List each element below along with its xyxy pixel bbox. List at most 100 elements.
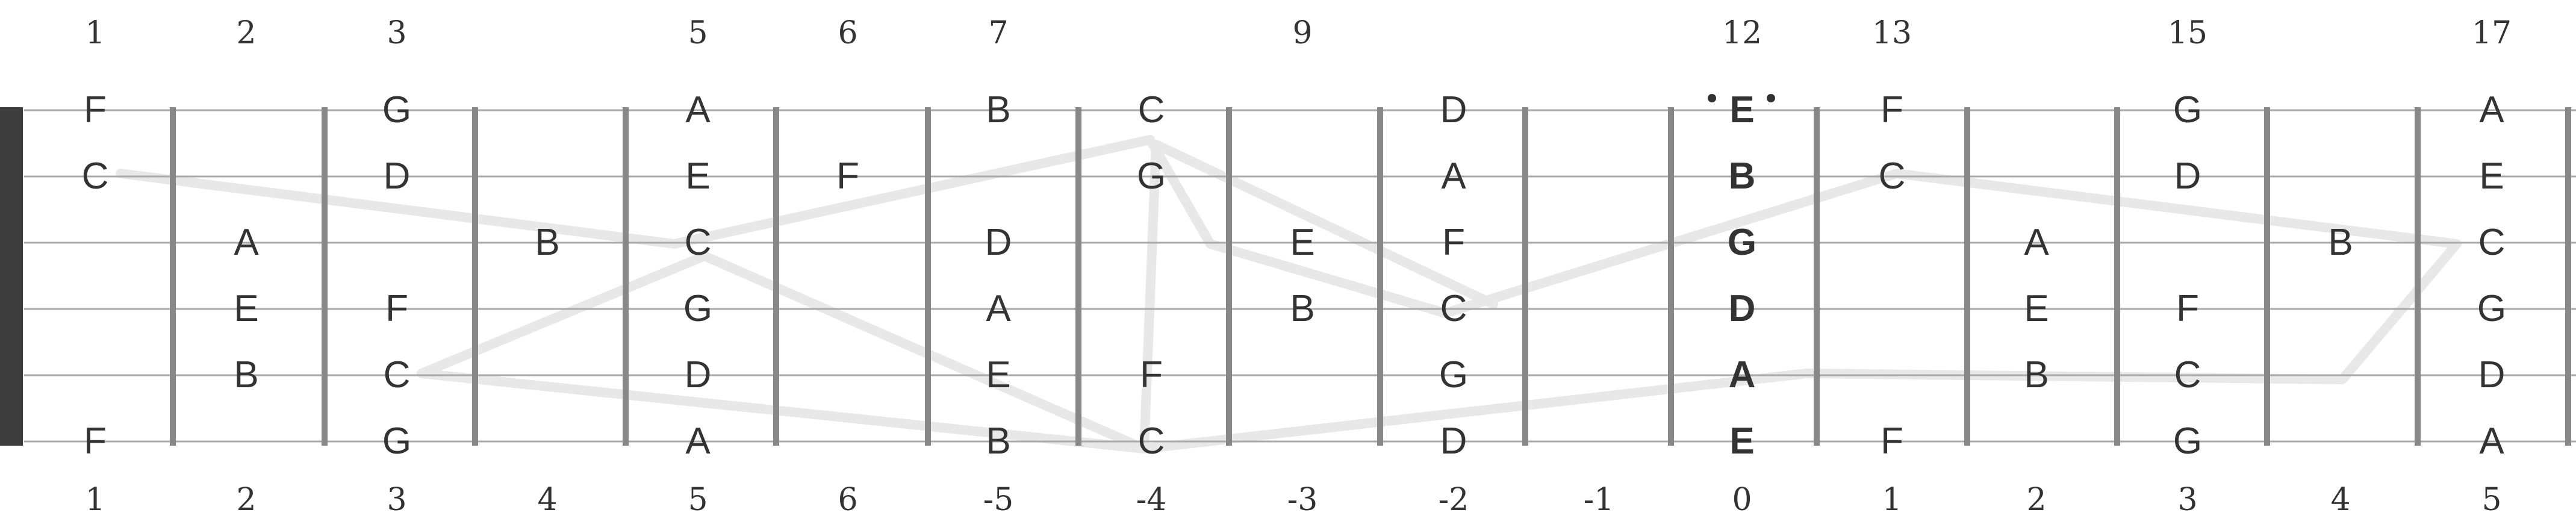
note-label: E — [2024, 288, 2049, 329]
fret-number-bottom-15: 3 — [2177, 482, 2197, 518]
note-label: D — [2174, 155, 2201, 197]
note-label: C — [1138, 420, 1165, 462]
fret-number-bottom-13: 1 — [1882, 482, 1902, 518]
fret-number-bottom-16: 4 — [2330, 482, 2350, 518]
note-label: C — [2478, 222, 2506, 263]
note-label: F — [385, 288, 408, 329]
fret-line-10 — [1522, 107, 1528, 446]
note-label: C — [1879, 155, 1906, 197]
fret-line-4 — [623, 107, 629, 446]
note-label: F — [84, 89, 107, 131]
fret-line-11 — [1668, 107, 1674, 446]
fret-number-bottom-6: 6 — [838, 482, 857, 518]
fret-line-12 — [1814, 107, 1820, 446]
scale-path — [116, 135, 2462, 454]
note-label: C — [2174, 354, 2201, 396]
fret-number-bottom-17: 5 — [2481, 482, 2501, 518]
note-label: G — [2173, 89, 2202, 131]
note-label: B — [234, 354, 258, 396]
fret-line-1 — [170, 107, 176, 446]
note-label: E — [685, 155, 710, 197]
note-label: A — [234, 222, 259, 263]
note-label: D — [1729, 288, 1756, 329]
marker-dot-2 — [1767, 94, 1775, 102]
note-label: A — [986, 288, 1011, 329]
frets — [170, 107, 2571, 446]
note-label: B — [2024, 354, 2049, 396]
fret-line-14 — [2114, 107, 2120, 446]
fret-line-6 — [925, 107, 931, 446]
note-label: F — [2176, 288, 2199, 329]
fret-number-bottom-1: 1 — [85, 482, 105, 518]
fret-number-top-5: 5 — [688, 15, 708, 51]
note-label: A — [2479, 420, 2504, 462]
note-label: A — [1441, 155, 1466, 197]
fret-number-top-7: 7 — [988, 15, 1008, 51]
fret-number-top-13: 13 — [1872, 15, 1912, 51]
note-label: D — [2478, 354, 2506, 396]
fret-number-top-1: 1 — [85, 15, 105, 51]
note-label: G — [1728, 222, 1756, 263]
note-label: E — [1729, 420, 1754, 462]
note-label: A — [2024, 222, 2049, 263]
note-label: G — [1137, 155, 1166, 197]
fret-line-17 — [2565, 107, 2571, 446]
note-label: C — [1138, 89, 1165, 131]
fret-line-8 — [1226, 107, 1232, 446]
note-label: D — [1440, 89, 1467, 131]
note-label: A — [685, 89, 711, 131]
note-label: B — [535, 222, 559, 263]
fret-number-bottom-4: 4 — [537, 482, 557, 518]
fret-number-bottom-2: 2 — [236, 482, 256, 518]
note-label: C — [685, 222, 712, 263]
note-label: D — [685, 354, 712, 396]
note-label: G — [382, 89, 411, 131]
fret-number-top-6: 6 — [838, 15, 857, 51]
fret-number-top-2: 2 — [236, 15, 256, 51]
fret-number-bottom-8: -4 — [1136, 482, 1167, 518]
fret-line-16 — [2415, 107, 2421, 446]
note-label: B — [986, 420, 1010, 462]
note-label: G — [2477, 288, 2506, 329]
note-label: C — [1440, 288, 1467, 329]
note-label: G — [1439, 354, 1468, 396]
note-label: C — [384, 354, 411, 396]
note-label: F — [1442, 222, 1465, 263]
fret-number-bottom-3: 3 — [387, 482, 406, 518]
fret-number-top-3: 3 — [387, 15, 406, 51]
scale-path-line — [116, 135, 2462, 454]
note-label: E — [986, 354, 1010, 396]
note-label: B — [2328, 222, 2353, 263]
note-label: B — [1290, 288, 1314, 329]
note-label: E — [1729, 89, 1754, 131]
note-label: A — [685, 420, 711, 462]
note-label: D — [985, 222, 1012, 263]
nut — [0, 107, 23, 446]
fret-line-13 — [1964, 107, 1970, 446]
fret-number-bottom-10: -2 — [1439, 482, 1469, 518]
note-label: F — [836, 155, 859, 197]
note-label: D — [384, 155, 411, 197]
fret-line-15 — [2264, 107, 2270, 446]
note-label: F — [1140, 354, 1163, 396]
note-label: B — [986, 89, 1010, 131]
fret-number-bottom-9: -3 — [1287, 482, 1318, 518]
strings — [24, 109, 2576, 443]
note-label: E — [2479, 155, 2504, 197]
note-label: B — [1729, 155, 1756, 197]
fret-number-top-15: 15 — [2168, 15, 2207, 51]
note-label: A — [1729, 354, 1756, 396]
fret-line-9 — [1377, 107, 1383, 446]
note-label: C — [82, 155, 109, 197]
fret-number-top-12: 12 — [1722, 15, 1762, 51]
note-label: G — [382, 420, 411, 462]
note-label: G — [683, 288, 712, 329]
note-label: E — [234, 288, 258, 329]
fret-number-top-17: 17 — [2472, 15, 2512, 51]
fret-number-bottom-5: 5 — [688, 482, 708, 518]
note-label: E — [1290, 222, 1314, 263]
marker-dot-1 — [1708, 94, 1716, 102]
note-label: F — [1881, 89, 1903, 131]
